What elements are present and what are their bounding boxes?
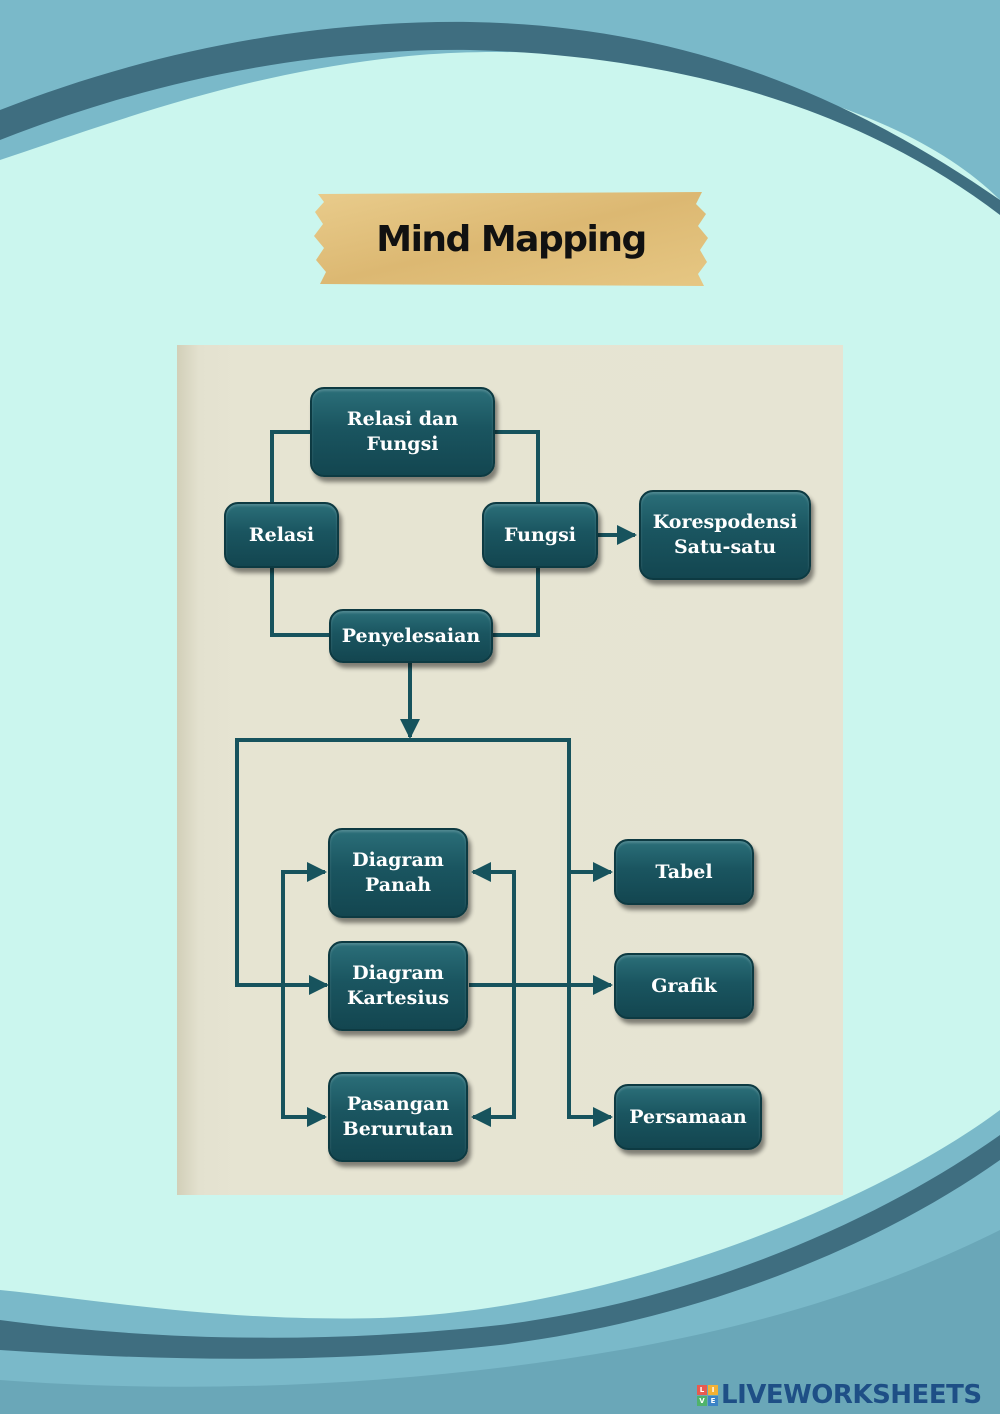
edge-inner-left-bottom (281, 985, 327, 1127)
logo-letter: E (708, 1395, 718, 1406)
node-diagram-panah: Diagram Panah (328, 828, 468, 918)
connector-lines (235, 430, 637, 1127)
brand-footer: L I V E LIVEWORKSHEETS (697, 1378, 982, 1412)
page-title: Mind Mapping (376, 218, 647, 260)
logo-letter: V (697, 1395, 707, 1406)
node-fungsi: Fungsi (482, 502, 598, 568)
title-banner: Mind Mapping (312, 190, 710, 288)
edge-rdf-relasi (270, 430, 310, 502)
brand-name: LIVEWORKSHEETS (721, 1380, 982, 1410)
liveworksheets-logo-icon: L I V E (697, 1384, 718, 1406)
node-diagram-kartesius: Diagram Kartesius (328, 941, 468, 1031)
node-grafik: Grafik (614, 953, 754, 1019)
logo-letter: L (697, 1384, 707, 1395)
node-tabel: Tabel (614, 839, 754, 905)
node-persamaan: Persamaan (614, 1084, 762, 1150)
edge-inner-right-bottom (471, 985, 516, 1127)
node-relasi: Relasi (224, 502, 339, 568)
node-pasangan-berurutan: Pasangan Berurutan (328, 1072, 468, 1162)
node-relasi-dan-fungsi: Relasi dan Fungsi (310, 387, 495, 477)
edge-fungsi-penyelesaian (492, 568, 540, 637)
logo-letter: I (708, 1384, 718, 1395)
node-korespondensi-satu-satu: Korespodensi Satu-satu (639, 490, 811, 580)
edge-rdf-fungsi (495, 430, 540, 502)
edge-relasi-penyelesaian (270, 568, 331, 637)
diagram-panel: Relasi dan Fungsi Relasi Fungsi Korespod… (177, 345, 843, 1195)
edge-inner-left-top (281, 862, 327, 985)
edge-inner-right-top (471, 862, 516, 985)
gold-tape-shape (314, 192, 708, 286)
node-penyelesaian: Penyelesaian (329, 609, 493, 663)
edge-frame-right (410, 738, 613, 1127)
